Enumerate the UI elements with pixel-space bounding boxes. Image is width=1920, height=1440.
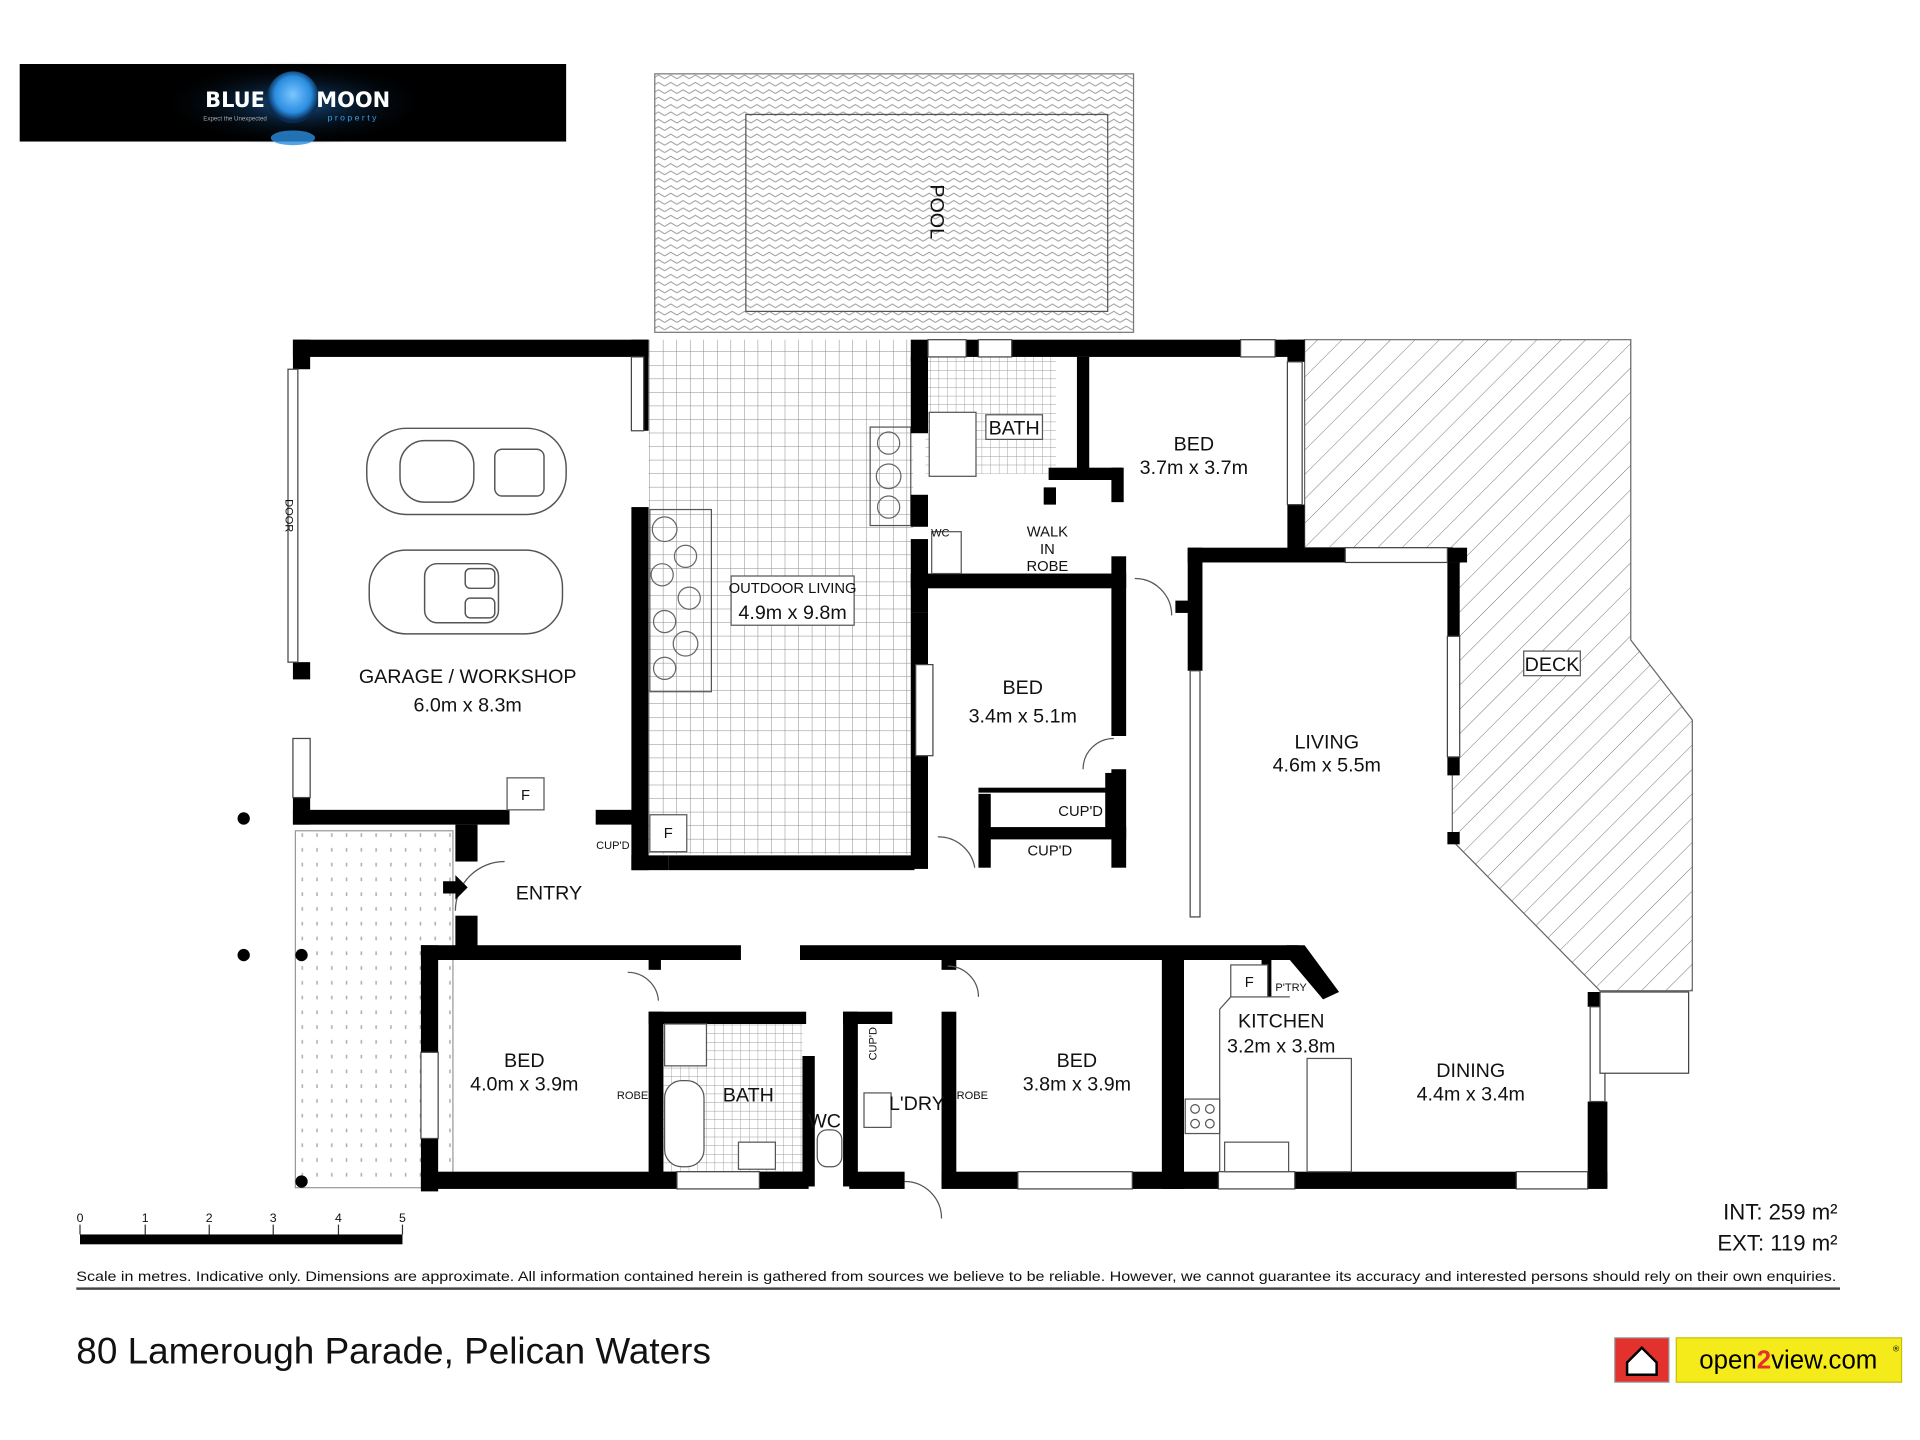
kitchen-name: KITCHEN [1238,1011,1324,1033]
walls [292,339,1608,1192]
svg-text:property: property [328,113,379,123]
cupd-2-label: CUP'D [1028,843,1073,859]
kitchen-dims: 3.2m x 3.8m [1227,1035,1335,1057]
divider [76,1287,1840,1290]
bath-top-label: BATH [989,417,1040,439]
garage-dims: 6.0m x 8.3m [414,694,522,716]
bed-top-name: BED [1174,433,1214,455]
scale-bar: 0 1 2 3 4 5 [77,1211,406,1245]
room-labels: GARAGE / WORKSHOP 6.0m x 8.3m DOOR OUTDO… [283,417,1580,1132]
external-area: EXT: 119 m² [1717,1230,1837,1255]
walk-in-robe-1: WALK [1027,525,1068,541]
bed-left-name: BED [504,1050,544,1072]
bed-mid-dims: 3.4m x 5.1m [969,705,1077,727]
dining-dims: 4.4m x 3.4m [1417,1083,1525,1105]
scale-tick: 4 [335,1211,342,1225]
svg-text:MOON: MOON [316,88,390,112]
disclaimer: Scale in metres. Indicative only. Dimens… [76,1268,1836,1284]
kitchen-fridge-label: F [1245,975,1254,991]
bed-left-dims: 4.0m x 3.9m [470,1073,578,1095]
walk-in-robe-2: IN [1040,542,1055,558]
car-icon [368,549,564,635]
bed-top-dims: 3.7m x 3.7m [1140,457,1248,479]
bed-mid-name: BED [1003,677,1043,699]
robe-left-label: ROBE [617,1090,648,1102]
scale-tick: 0 [77,1211,84,1225]
car-icon [366,427,567,516]
fridge-outdoor-label: F [664,826,673,842]
windows [287,339,1690,1190]
walk-in-robe-3: ROBE [1026,559,1068,575]
deck-floor [1304,339,1693,992]
bed-right-dims: 3.8m x 3.9m [1023,1073,1131,1095]
cupd-laundry-label: CUP'D [867,1027,879,1060]
pool: POOL [654,73,1135,333]
internal-area: INT: 259 m² [1723,1200,1837,1225]
entry-label: ENTRY [516,883,582,905]
property-address: 80 Lamerough Parade, Pelican Waters [76,1331,711,1372]
garage-door-label: DOOR [283,499,295,532]
fixtures [664,411,1352,1173]
scale-tick: 2 [206,1211,213,1225]
cupd-1-label: CUP'D [1058,804,1103,820]
wc-bottom-label: WC [808,1110,841,1132]
scale-tick: 3 [270,1211,277,1225]
dining-name: DINING [1436,1060,1505,1082]
bed-right-name: BED [1057,1050,1097,1072]
laundry-label: L'DRY [889,1093,945,1115]
pool-label: POOL [925,184,947,239]
wc-top-label: WC [931,528,949,540]
blue-moon-logo: BLUE MOON Expect the Unexpected property [19,61,567,146]
scale-tick: 5 [399,1211,406,1225]
svg-text:®: ® [1893,1343,1900,1353]
living-name: LIVING [1294,731,1359,753]
svg-text:Expect the Unexpected: Expect the Unexpected [203,116,267,123]
svg-text:open2view.com: open2view.com [1699,1347,1877,1375]
svg-text:BLUE: BLUE [205,88,265,112]
cupd-entry-label: CUP'D [596,840,629,852]
open2view-logo: open2view.com ® [1614,1337,1903,1383]
robe-right-label: ROBE [957,1090,988,1102]
garage-name: GARAGE / WORKSHOP [359,666,577,688]
outdoor-dims: 4.9m x 9.8m [738,602,846,624]
bath-bottom-label: BATH [723,1085,774,1107]
living-dims: 4.6m x 5.5m [1273,755,1381,777]
pantry-label: P'TRY [1275,982,1307,994]
outdoor-name: OUTDOOR LIVING [729,581,857,597]
fridge-garage-label: F [521,788,530,804]
scale-tick: 1 [142,1211,149,1225]
deck-label: DECK [1525,654,1580,676]
